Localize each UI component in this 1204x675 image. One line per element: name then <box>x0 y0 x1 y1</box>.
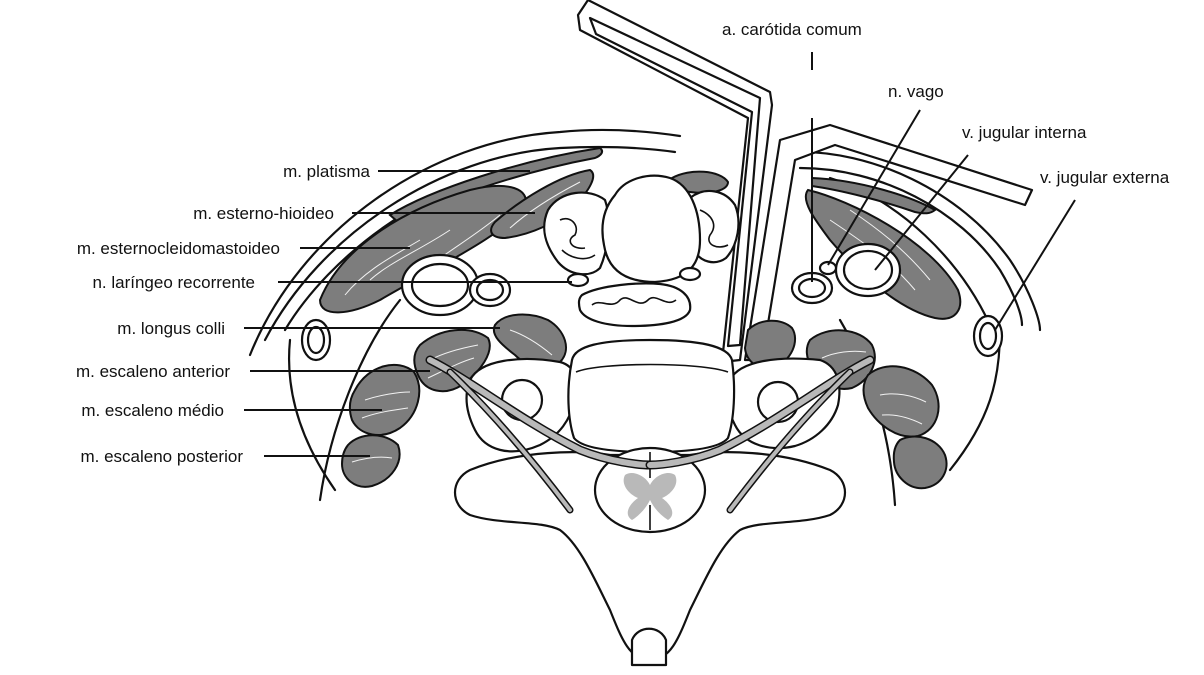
label-platisma: m. platisma <box>283 162 370 181</box>
cervical-vertebra <box>455 340 845 665</box>
label-escaleno-medio: m. escaleno médio <box>81 401 224 420</box>
label-laringeo-recorrente: n. laríngeo recorrente <box>92 273 255 292</box>
label-esterno-hioideo: m. esterno-hioideo <box>193 204 334 223</box>
spinous-process <box>632 629 666 665</box>
vertebral-body <box>568 340 734 452</box>
recurrent-laryngeal-nerve-right <box>680 268 700 280</box>
label-escaleno-anterior: m. escaleno anterior <box>76 362 230 381</box>
scalenus-posterior-right <box>894 436 947 488</box>
esophagus <box>579 283 690 326</box>
label-jugular-externa: v. jugular externa <box>1040 168 1170 187</box>
label-carotida-comum: a. carótida comum <box>722 20 862 39</box>
scalenus-posterior-left <box>342 435 400 487</box>
scalenus-medius-left <box>350 365 419 435</box>
larynx-group <box>544 176 738 326</box>
label-escaleno-posterior: m. escaleno posterior <box>80 447 243 466</box>
thyroid-cartilage <box>602 176 700 282</box>
label-vago: n. vago <box>888 82 944 101</box>
label-longus-colli: m. longus colli <box>117 319 225 338</box>
recurrent-laryngeal-nerve-left <box>568 274 588 286</box>
scalenus-medius-right <box>864 366 939 436</box>
label-jugular-interna: v. jugular interna <box>962 123 1087 142</box>
label-esternocleidomastoideo: m. esternocleidomastoideo <box>77 239 280 258</box>
